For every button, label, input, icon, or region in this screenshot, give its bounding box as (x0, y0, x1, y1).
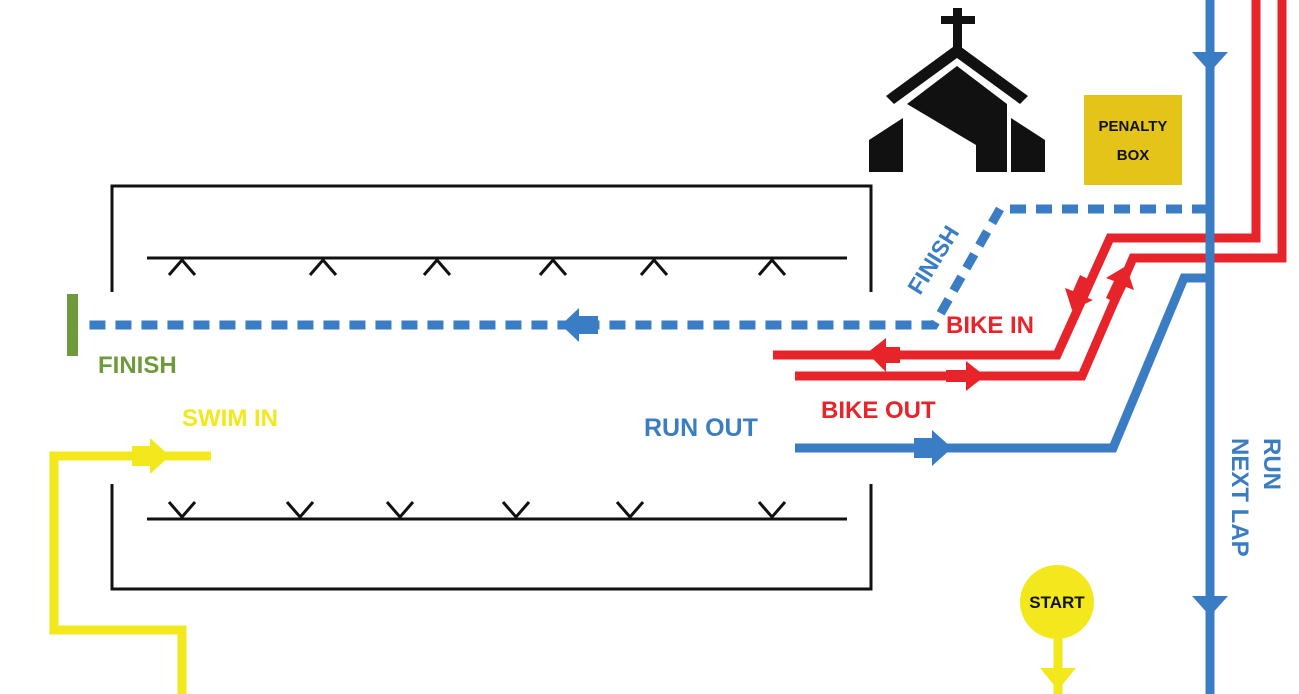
bike-out-diagonal-arrow (1106, 266, 1134, 304)
start-down-arrow (1040, 668, 1076, 690)
run-out-arrow (914, 430, 952, 466)
swim-in-arrow (132, 438, 170, 474)
run-course-lines (80, 0, 1215, 694)
transition-area (110, 184, 873, 591)
penalty-box-label-line1: PENALTY (1099, 118, 1168, 135)
run-out-label: RUN OUT (644, 414, 758, 442)
run-next-lap-label-line2: NEXT LAP (1226, 438, 1253, 557)
run-down-arrow-top (1192, 52, 1228, 72)
finish-line-marker (67, 294, 78, 356)
finish-chute-arrow (561, 308, 598, 342)
finish-green-label: FINISH (98, 352, 177, 379)
bike-arrows (867, 266, 1134, 391)
church-icon (869, 8, 1045, 172)
bike-in-arrow (867, 338, 900, 372)
bike-course-lines (773, 0, 1287, 381)
run-arrows (561, 52, 1228, 616)
bike-in-label: BIKE IN (946, 312, 1034, 339)
start-marker: START (1020, 565, 1094, 639)
bike-rack-top (147, 256, 847, 276)
bike-out-label: BIKE OUT (821, 397, 936, 424)
run-next-lap-label-line1: RUN (1258, 438, 1285, 490)
bike-in-diagonal-arrow (1065, 275, 1093, 310)
bike-out-arrow (946, 361, 985, 391)
start-label: START (1029, 593, 1085, 612)
swim-course-line (49, 451, 1063, 694)
swim-in-label: SWIM IN (182, 405, 278, 432)
penalty-box: PENALTY BOX (1084, 95, 1182, 185)
run-down-arrow-bottom (1192, 596, 1228, 616)
penalty-box-label-line2: BOX (1117, 147, 1150, 164)
bike-rack-bottom (147, 501, 847, 521)
